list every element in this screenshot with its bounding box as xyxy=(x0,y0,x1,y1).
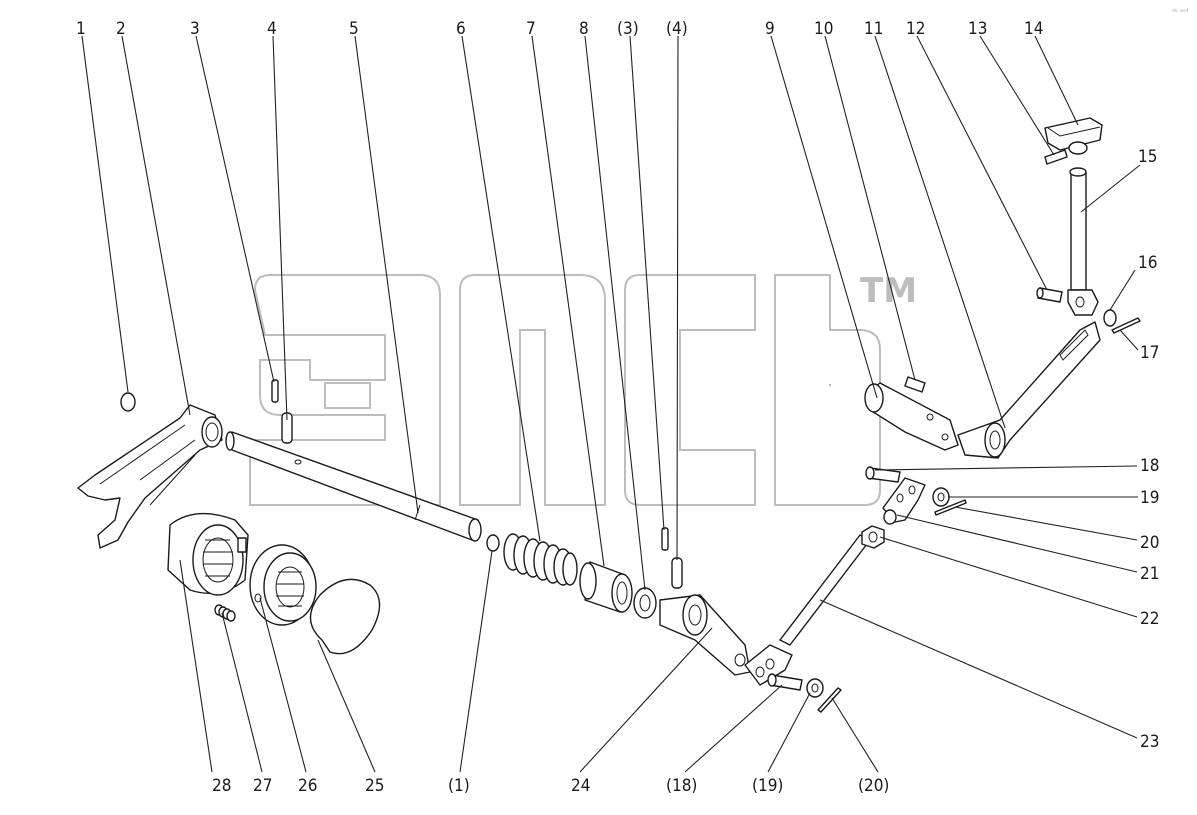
callout-5: 5 xyxy=(349,19,359,39)
callout-26: 26 xyxy=(298,776,317,796)
part-10-pin xyxy=(904,376,926,393)
part-23-rod xyxy=(744,534,871,686)
callout-17: 17 xyxy=(1140,343,1159,363)
part-4-pin-repeat xyxy=(671,557,683,589)
callout-22: 22 xyxy=(1140,609,1159,629)
part-11-lever xyxy=(957,321,1101,459)
part-26-gear-coupling xyxy=(249,544,317,626)
part-19-washer xyxy=(932,487,950,507)
part-6-spring xyxy=(503,533,578,586)
part-20-cotter-pin-repeat xyxy=(817,687,842,713)
callout-12: 12 xyxy=(906,19,925,39)
part-28-gear-coupling xyxy=(167,512,249,596)
part-18-pin xyxy=(865,466,901,483)
part-16-washer xyxy=(1103,309,1117,327)
part-1-ring xyxy=(120,392,136,412)
callout-16: 16 xyxy=(1138,253,1157,273)
part-12-pin xyxy=(1036,287,1063,303)
callout-11: 11 xyxy=(864,19,883,39)
callout-23: 23 xyxy=(1140,732,1159,752)
callout-labels: 1 2 3 4 5 6 7 8 (3) (4) 9 10 11 12 13 14… xyxy=(76,19,1159,796)
callout-3: 3 xyxy=(190,19,200,39)
callout-21: 21 xyxy=(1140,564,1159,584)
part-8-washer xyxy=(633,587,657,619)
part-25-circlip xyxy=(309,578,381,655)
part-15-pedal-shaft xyxy=(1067,167,1099,316)
callout-1-repeat: (1) xyxy=(448,776,470,796)
callout-8: 8 xyxy=(579,19,589,39)
callout-19-repeat: (19) xyxy=(752,776,783,796)
corner-mark: ᵈᵒ ᵃᵘᵈ xyxy=(1172,8,1189,16)
callout-18-repeat: (18) xyxy=(666,776,697,796)
part-18-pin-repeat xyxy=(767,673,803,691)
callout-20-repeat: (20) xyxy=(858,776,889,796)
part-7-bushing xyxy=(579,561,633,613)
part-19-washer-repeat xyxy=(806,678,824,698)
callout-1: 1 xyxy=(76,19,86,39)
part-1-ring-repeat xyxy=(486,534,500,552)
callout-14: 14 xyxy=(1024,19,1043,39)
callout-10: 10 xyxy=(814,19,833,39)
callout-24: 24 xyxy=(571,776,590,796)
part-20-cotter-pin xyxy=(934,499,967,516)
callout-4-repeat: (4) xyxy=(666,19,688,39)
part-22-nut xyxy=(861,525,885,549)
part-5-shaft xyxy=(225,431,482,542)
part-9-arm xyxy=(864,382,959,451)
callout-2: 2 xyxy=(116,19,126,39)
callout-19: 19 xyxy=(1140,488,1159,508)
part-17-cotter-pin xyxy=(1111,317,1141,334)
callout-28: 28 xyxy=(212,776,231,796)
callout-6: 6 xyxy=(456,19,466,39)
part-21-clevis xyxy=(882,477,926,525)
callout-3-repeat: (3) xyxy=(617,19,639,39)
part-3-pin-repeat xyxy=(661,527,669,551)
callout-13: 13 xyxy=(968,19,987,39)
part-14-pedal-pad xyxy=(1044,117,1103,155)
watermark-logo: TM xyxy=(249,271,917,506)
callout-20: 20 xyxy=(1140,533,1159,553)
callout-27: 27 xyxy=(253,776,272,796)
callout-25: 25 xyxy=(365,776,384,796)
part-13-pin xyxy=(1044,149,1068,165)
callout-18: 18 xyxy=(1140,456,1159,476)
callout-9: 9 xyxy=(765,19,775,39)
part-2-shift-fork xyxy=(77,404,223,549)
part-27-small-spring xyxy=(214,604,236,622)
leader-lines xyxy=(81,35,1141,773)
callout-7: 7 xyxy=(526,19,536,39)
part-3-pin xyxy=(271,379,279,403)
callout-4: 4 xyxy=(267,19,277,39)
callout-15: 15 xyxy=(1138,147,1157,167)
